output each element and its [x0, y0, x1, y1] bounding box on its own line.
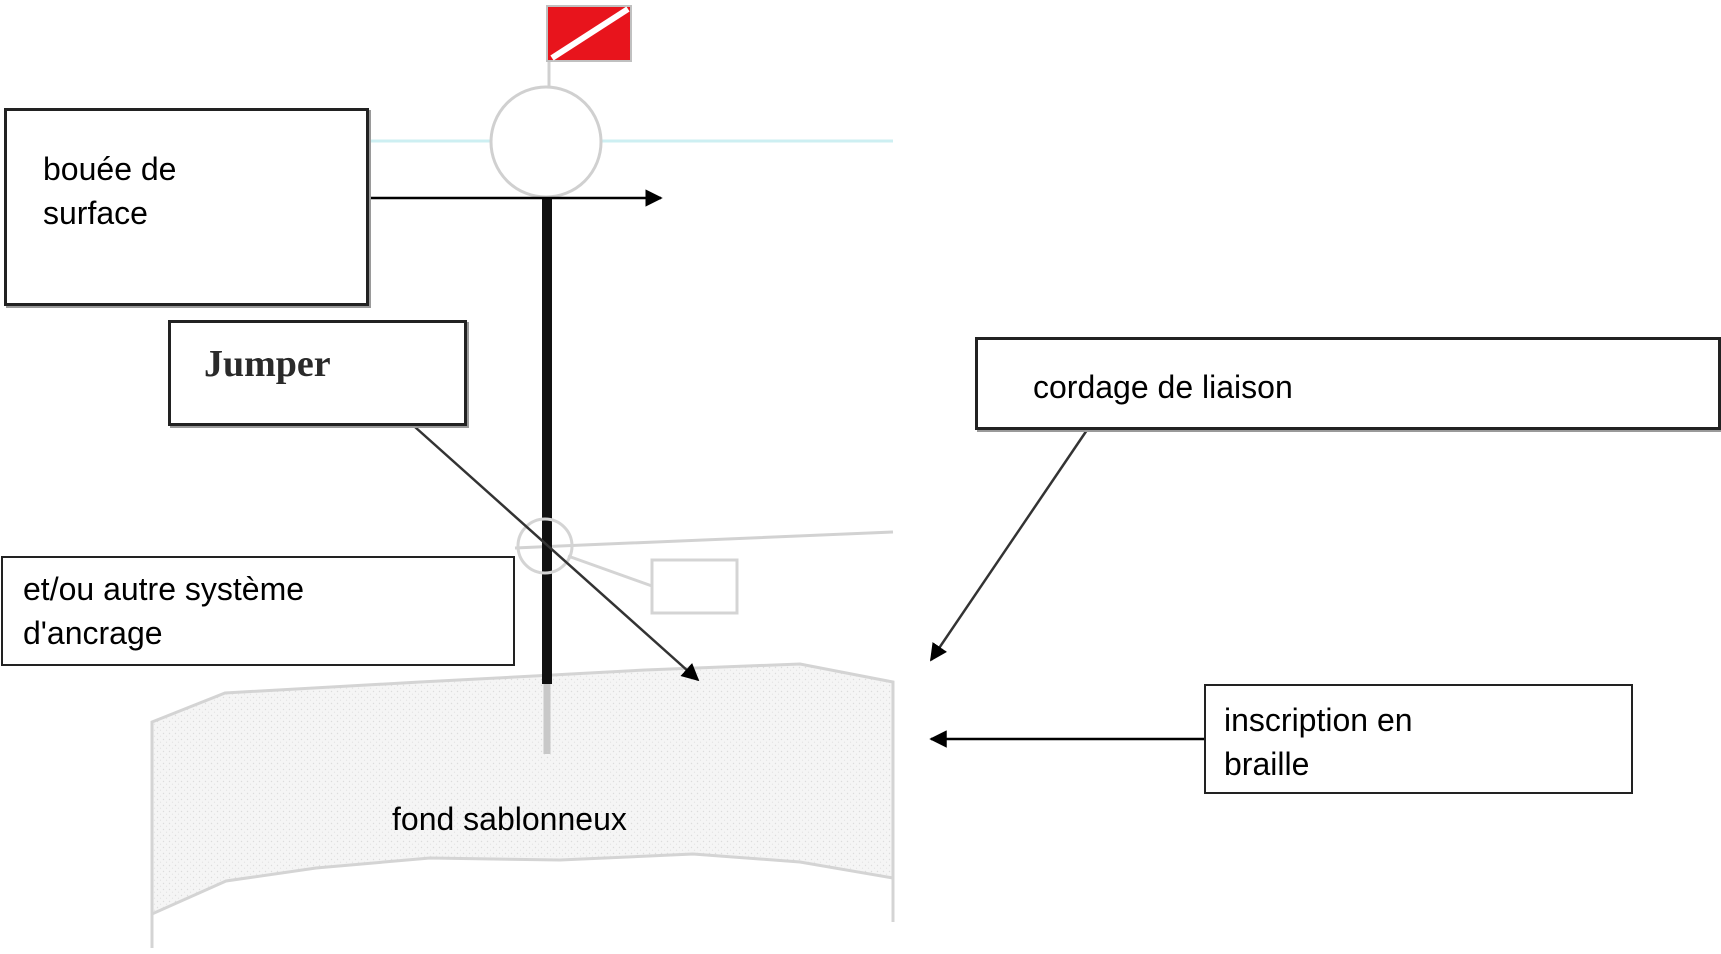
- label-bouee-de-surface: bouée de surface: [43, 151, 177, 231]
- label-box-autre-systeme-ancrage: et/ou autre système d'ancrage: [1, 556, 515, 666]
- arrow-jumper: [414, 426, 700, 682]
- intermediate-float: [516, 517, 574, 575]
- seabed-area: [150, 662, 895, 917]
- label-cordage-de-liaison: cordage de liaison: [1033, 369, 1293, 405]
- jumper-line: [514, 530, 894, 550]
- label-inscription-braille: inscription en braille: [1224, 702, 1413, 782]
- label-autre-systeme-ancrage: et/ou autre système d'ancrage: [23, 571, 305, 651]
- braille-tag: [650, 558, 739, 615]
- label-box-cordage-de-liaison: cordage de liaison: [975, 337, 1721, 430]
- label-box-bouee-de-surface: bouée de surface: [4, 108, 369, 306]
- arrow-cordage: [929, 429, 1089, 662]
- label-jumper: Jumper: [204, 343, 331, 385]
- tag-connector: [567, 554, 653, 588]
- label-box-inscription-braille: inscription en braille: [1204, 684, 1633, 794]
- dive-flag-icon: [546, 5, 632, 62]
- label-fond-sablonneux: fond sablonneux: [392, 801, 627, 837]
- label-box-jumper: Jumper: [168, 320, 467, 426]
- surface-buoy: [489, 85, 603, 199]
